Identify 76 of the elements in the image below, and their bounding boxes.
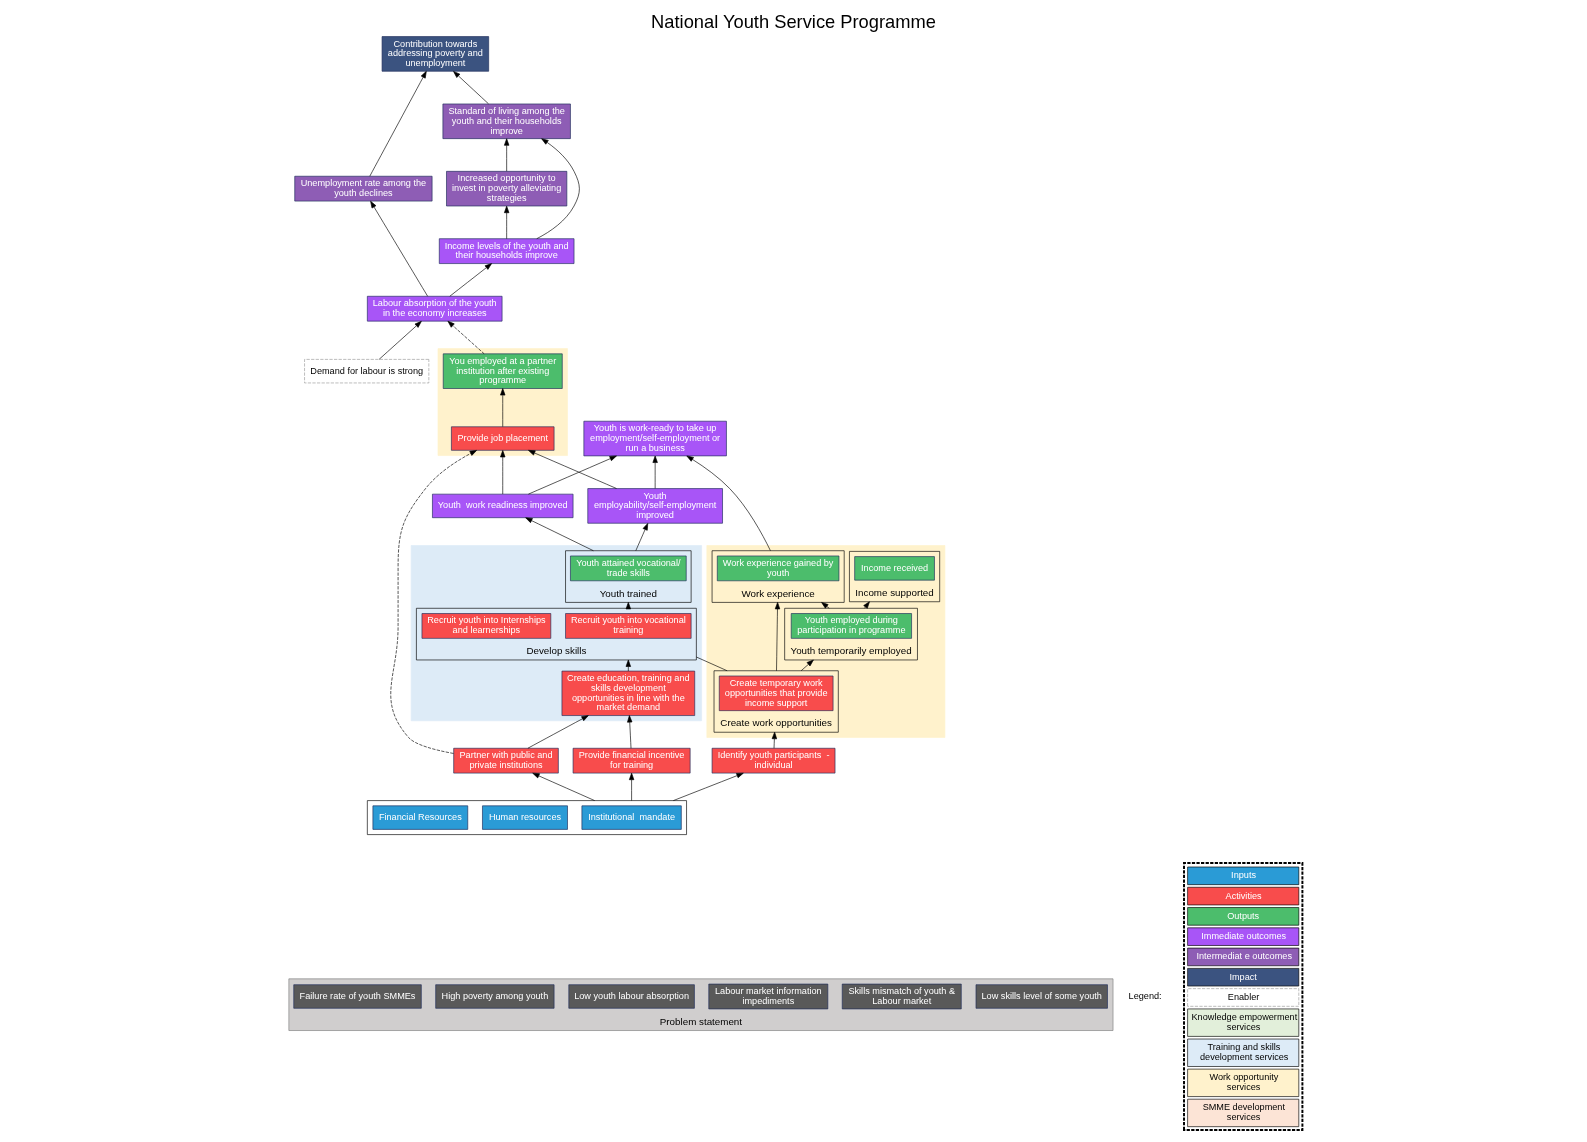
- node-box: Unemployment rate among the youth declines: [294, 175, 433, 202]
- arrow: [627, 715, 633, 749]
- cluster: [367, 800, 687, 835]
- node-box: Create education, training and skills development opportunities in line with the market demand: [561, 670, 696, 716]
- node-box: Youth attained vocational/ trade skills: [570, 555, 687, 582]
- node-box: Labour absorption of the youth in the economy increases: [367, 295, 503, 322]
- legend-label: Immediate outcomes: [1201, 931, 1287, 942]
- legend-label: SMME development services: [1202, 1102, 1285, 1123]
- node-box: Increased opportunity to invest in poverty alleviating strategies: [446, 171, 568, 207]
- arrow: [771, 731, 777, 749]
- arrow: [504, 205, 510, 239]
- node-box: Standard of living among the youth and their households improve: [442, 103, 571, 139]
- node-box: Youth work readiness improved: [432, 493, 574, 518]
- legend-label: Impact: [1229, 971, 1257, 982]
- node-box: Youth is work-ready to take up employment/self-employment or run a business: [583, 420, 727, 457]
- node-box: Create temporary work opportunities that provide income support: [718, 675, 834, 711]
- arrow: [500, 450, 506, 495]
- arrow: [449, 263, 492, 297]
- node-box: Provide financial incentive for training: [572, 747, 691, 774]
- legend-label: Knowledge empowerment services: [1191, 1012, 1298, 1032]
- arrow: [863, 601, 870, 609]
- arrow: [369, 71, 427, 177]
- node-box: Work experience gained by youth: [716, 555, 840, 582]
- legend-label: Activities: [1225, 890, 1262, 901]
- arrow: [536, 138, 580, 240]
- arrow: [800, 659, 814, 672]
- diagram-title: National Youth Service Programme: [651, 11, 936, 33]
- node-box: Skills mismatch of youth & Labour market: [841, 983, 962, 1010]
- label: Legend:: [1128, 990, 1162, 1001]
- arrow: [390, 450, 477, 754]
- arrow: [532, 772, 595, 801]
- arrow: [821, 602, 830, 609]
- node-box: Identify youth participants - individual: [711, 747, 836, 774]
- node-box: Contribution towards addressing poverty and unemployment: [381, 36, 489, 72]
- arrow: [635, 523, 649, 552]
- node-box: Youth employability/self-employment improved: [587, 488, 723, 524]
- legend-label: Training and skills development services: [1200, 1042, 1289, 1063]
- node-box: Institutional mandate: [581, 805, 682, 830]
- node-box: You employed at a partner institution after existing programme: [442, 353, 563, 389]
- arrow: [686, 455, 771, 552]
- legend-label: Outputs: [1227, 910, 1260, 921]
- node-box: Human resources: [482, 805, 568, 830]
- node-box: Low skills level of some youth: [975, 984, 1108, 1009]
- legend-label: Inputs: [1231, 870, 1257, 881]
- node-box: Failure rate of youth SMMEs: [293, 984, 422, 1009]
- arrow: [447, 320, 485, 355]
- node-box: Low youth labour absorption: [568, 984, 695, 1009]
- node-box: Provide job placement: [451, 426, 555, 451]
- node-box: Labour market information impediments: [708, 983, 829, 1010]
- arrow: [527, 715, 589, 749]
- arrow: [528, 455, 617, 495]
- arrow: [625, 659, 631, 672]
- arrow: [774, 602, 781, 672]
- node-box: Partner with public and private institutions: [453, 747, 559, 774]
- arrow: [500, 388, 506, 427]
- node-box: Recruit youth into vocational training: [565, 613, 692, 639]
- node-box: Youth employed during participation in programme: [790, 613, 912, 639]
- arrow: [370, 200, 428, 297]
- legend-label: Intermediat e outcomes: [1196, 951, 1292, 962]
- arrow: [453, 71, 489, 105]
- arrow: [652, 455, 658, 489]
- arrow: [629, 772, 635, 801]
- arrow: [528, 450, 617, 489]
- connector: [696, 656, 728, 672]
- node-box: Demand for labour is strong: [304, 359, 430, 384]
- node-box: Recruit youth into Internships and learnerships: [421, 613, 552, 639]
- node-box: Financial Resources: [372, 805, 469, 830]
- arrow: [673, 772, 744, 801]
- arrow: [525, 517, 594, 552]
- legend-label: Work opportunity services: [1209, 1072, 1279, 1093]
- legend-label: Enabler: [1227, 991, 1260, 1002]
- arrow: [504, 138, 510, 172]
- arrow: [378, 321, 422, 360]
- node-box: Income levels of the youth and their households improve: [438, 238, 575, 264]
- node-box: High poverty among youth: [435, 984, 555, 1009]
- node-box: Income received: [854, 556, 935, 581]
